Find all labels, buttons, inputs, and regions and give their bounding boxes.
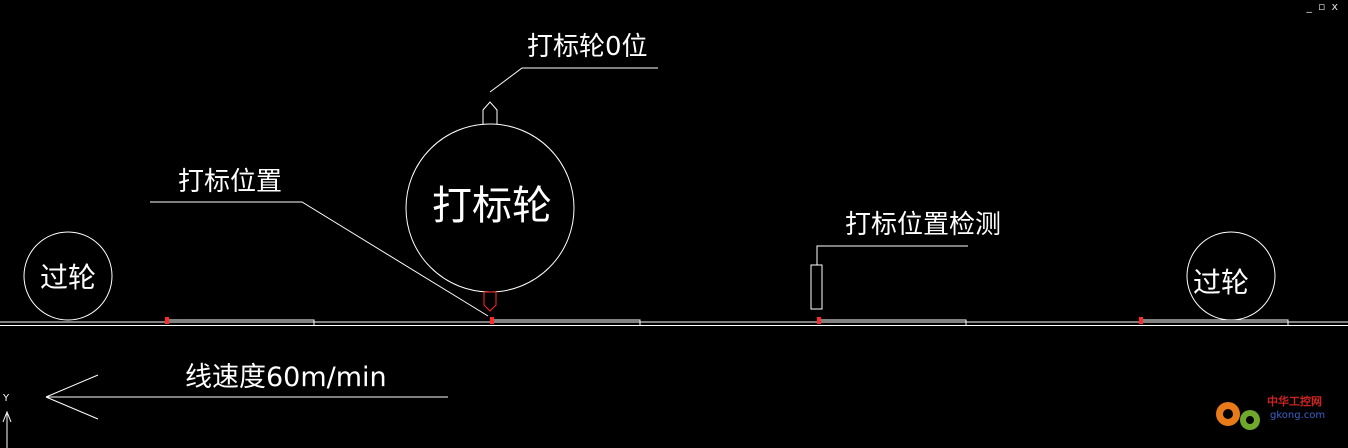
- close-icon[interactable]: x: [1331, 0, 1344, 13]
- position-marker: [1139, 317, 1143, 324]
- position-marker: [490, 317, 494, 324]
- minimize-icon[interactable]: _: [1306, 0, 1319, 13]
- gear-icon: [1216, 402, 1260, 430]
- stamp-icon: [483, 291, 497, 312]
- idler-left-label: 过轮: [40, 261, 96, 294]
- idler-wheel-right: [1186, 231, 1276, 321]
- position-marker: [817, 317, 821, 324]
- leader-detect: [816, 245, 968, 265]
- direction-arrow-icon: [45, 374, 448, 420]
- marking-position-label: 打标位置: [178, 167, 282, 197]
- leader-marking-position: [150, 201, 489, 317]
- marking-position-detect-label: 打标位置检测: [845, 210, 1001, 240]
- position-sensor: [810, 264, 823, 310]
- idler-right-label: 过轮: [1193, 266, 1249, 299]
- position-marker: [165, 317, 169, 324]
- watermark-text: 中华工控网: [1267, 395, 1322, 408]
- zero-pointer-icon: [482, 101, 498, 124]
- window-controls: _▫x: [1307, 0, 1344, 13]
- watermark-logo: [1216, 402, 1260, 430]
- marking-wheel-label: 打标轮: [432, 183, 552, 229]
- leader-zero: [489, 67, 658, 93]
- line-speed-label: 线速度60m/min: [185, 362, 387, 393]
- conveyor-line: [0, 319, 1348, 326]
- marking-wheel-zero-label: 打标轮0位: [527, 32, 648, 62]
- watermark-url: gkong.com: [1270, 410, 1326, 421]
- idler-wheel-left: [23, 231, 113, 321]
- axis-y-label: Y: [2, 393, 10, 404]
- ucs-axis-icon: [2, 410, 12, 448]
- restore-icon[interactable]: ▫: [1318, 0, 1332, 13]
